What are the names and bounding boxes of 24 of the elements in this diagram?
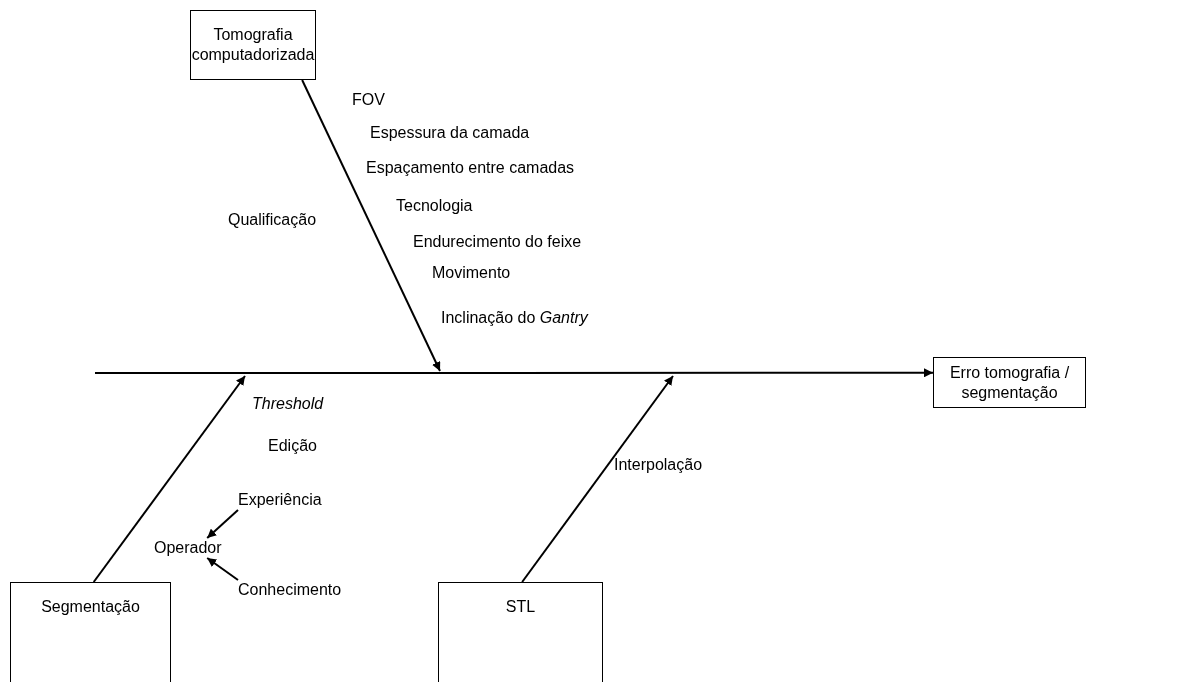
cause-label: Tecnologia xyxy=(396,196,473,216)
effect-box: Erro tomografia / segmentação xyxy=(933,357,1086,408)
cause-label: Espessura da camada xyxy=(370,123,530,143)
cause-box: Segmentação xyxy=(10,582,171,682)
cause-label: Threshold xyxy=(252,394,324,414)
cause-label: Inclinação do Gantry xyxy=(441,308,588,328)
undefined xyxy=(92,375,246,583)
cause-label: Qualificação xyxy=(228,210,317,230)
undefined xyxy=(521,375,674,583)
cause-text: Operador xyxy=(154,538,230,558)
cause-label: FOV xyxy=(352,90,385,110)
cause-label: Espaçamento entre camadas xyxy=(366,158,575,178)
undefined xyxy=(301,79,441,372)
undefined xyxy=(94,368,934,378)
sub-cause-text: Conhecimento xyxy=(238,580,358,600)
cause-label: Interpolação xyxy=(614,455,703,475)
undefined xyxy=(206,557,239,581)
undefined xyxy=(206,509,239,539)
cause-label: Movimento xyxy=(432,263,511,283)
cause-label: Endurecimento do feixe xyxy=(413,232,582,252)
sub-cause-text: Experiência xyxy=(238,490,338,510)
cause-box: Tomografia computadorizada xyxy=(190,10,316,80)
cause-box: STL xyxy=(438,582,603,682)
cause-label: Edição xyxy=(268,436,317,456)
